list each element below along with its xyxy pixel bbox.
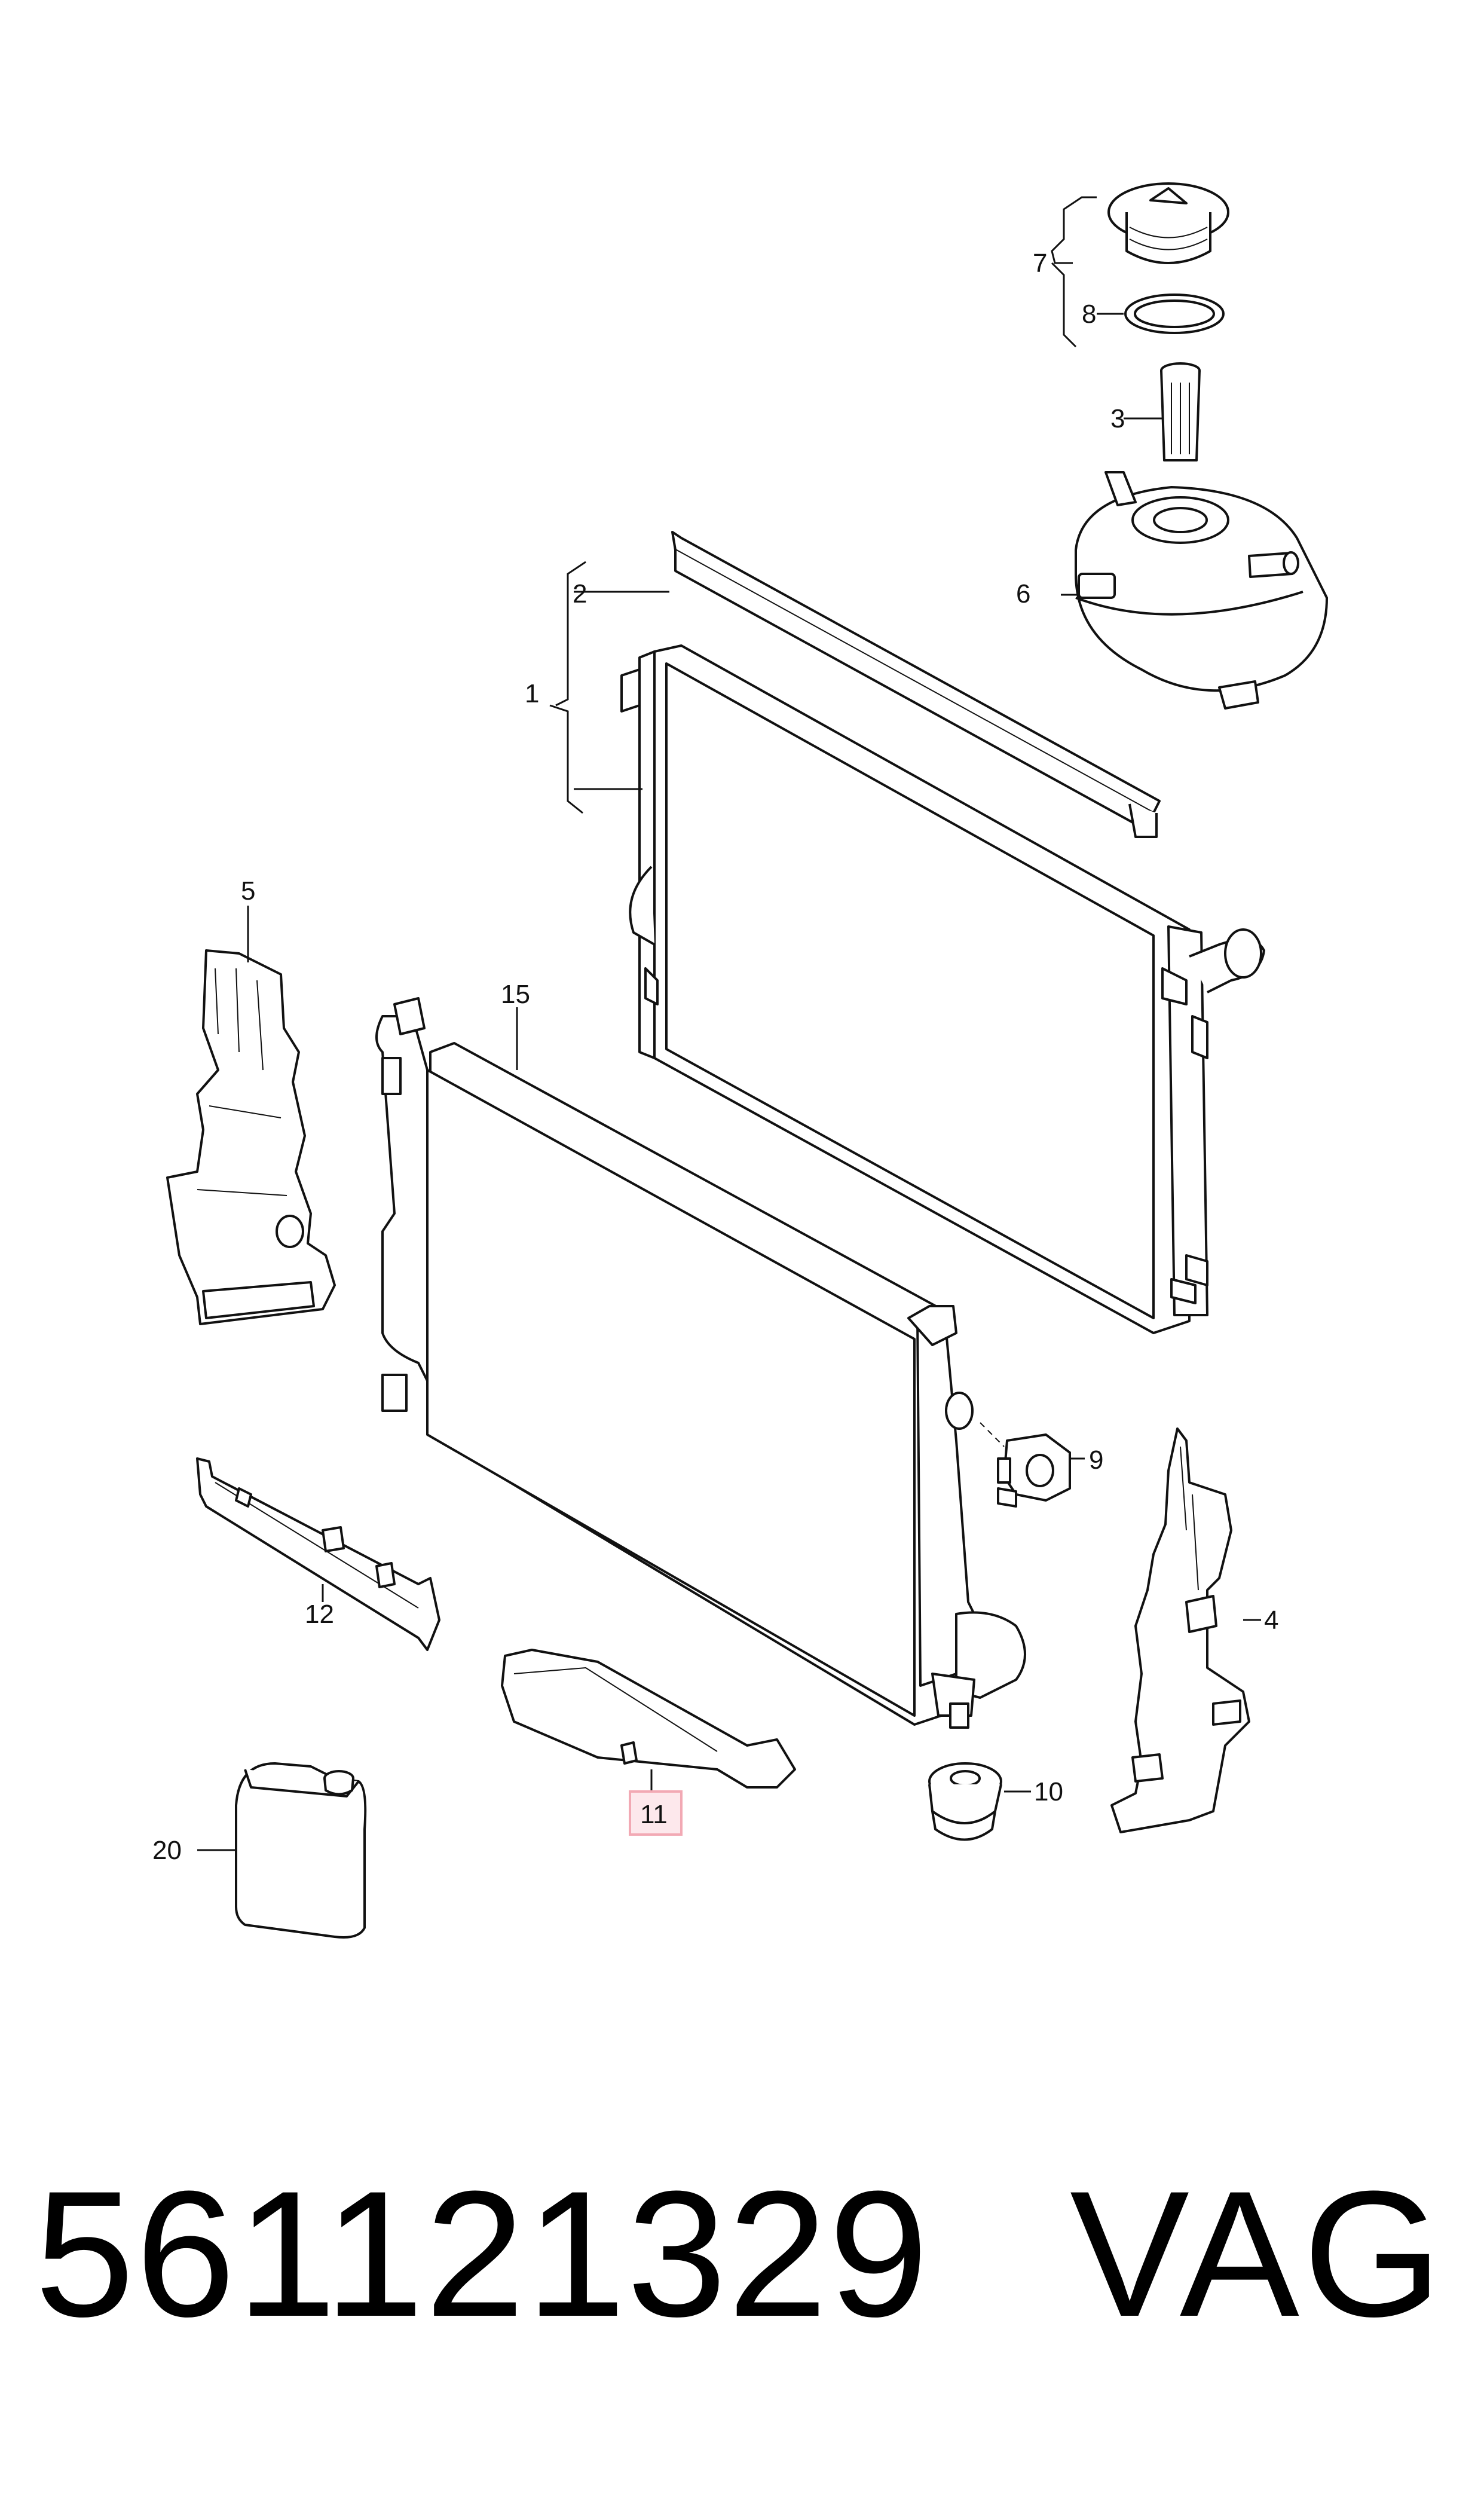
rubber-mount bbox=[928, 1762, 1002, 1841]
callout-10: 10 bbox=[1034, 1777, 1063, 1806]
filler-neck-insert bbox=[1160, 362, 1201, 461]
upper-seal-strip bbox=[671, 531, 1161, 838]
part-number: 561121329 bbox=[35, 2153, 930, 2354]
callout-9: 9 bbox=[1089, 1445, 1103, 1475]
mounting-bracket bbox=[980, 1422, 1071, 1508]
leader-lines bbox=[197, 196, 1261, 1851]
callout-1: 1 bbox=[525, 679, 539, 708]
callout-6: 6 bbox=[1016, 579, 1030, 609]
callout-15: 15 bbox=[501, 980, 530, 1009]
callout-3: 3 bbox=[1110, 404, 1125, 433]
o-ring bbox=[1124, 294, 1225, 334]
lower-air-duct bbox=[501, 1649, 796, 1789]
charge-air-cooler bbox=[375, 997, 1026, 1729]
callout-5: 5 bbox=[241, 876, 255, 906]
callout-2: 2 bbox=[573, 579, 587, 609]
callout-11: 11 bbox=[640, 1800, 668, 1829]
filler-cap bbox=[1107, 182, 1229, 264]
right-air-guide bbox=[1110, 1427, 1250, 1833]
callout-7: 7 bbox=[1033, 249, 1047, 278]
main-radiator bbox=[620, 644, 1265, 1334]
coolant-canister bbox=[235, 1762, 367, 1939]
callout-12: 12 bbox=[305, 1600, 334, 1629]
lower-bracket-strip bbox=[196, 1457, 440, 1651]
brand-label: VAG bbox=[1070, 2153, 1446, 2354]
left-air-guide bbox=[166, 949, 336, 1325]
callout-11-highlight-box bbox=[629, 1790, 683, 1836]
callout-8: 8 bbox=[1082, 299, 1096, 329]
callout-4: 4 bbox=[1264, 1606, 1278, 1635]
callout-labels: 7 8 3 6 2 1 5 15 9 4 12 10 20 11 bbox=[152, 249, 1278, 1865]
expansion-tank bbox=[1075, 471, 1328, 710]
callout-20: 20 bbox=[152, 1836, 182, 1865]
